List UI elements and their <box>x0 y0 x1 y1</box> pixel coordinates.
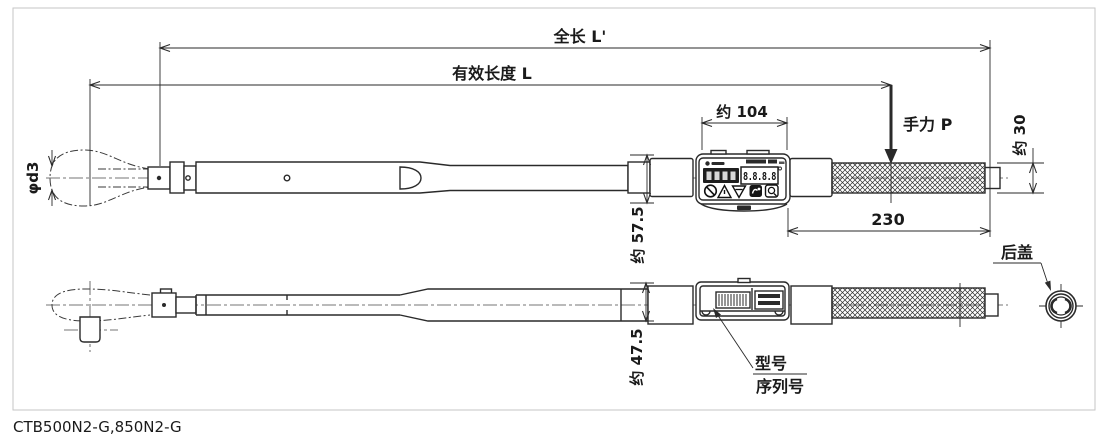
module-chin-tab <box>737 205 751 210</box>
model-label: 型号 <box>755 354 787 373</box>
drawing-frame <box>12 7 1096 411</box>
right-sleeve <box>789 157 833 198</box>
dim-module-height-side-label: 约 57.5 <box>629 206 647 263</box>
dim-module-height-side: 约 57.5 <box>629 153 654 264</box>
serial-label-stripes <box>718 294 747 306</box>
serial-label <box>715 291 751 309</box>
leader-line <box>713 309 754 369</box>
main-beam <box>195 161 629 194</box>
collar <box>169 161 185 194</box>
dim-module-width: 约 104 <box>700 103 789 150</box>
cap-ring-outer <box>1045 290 1077 322</box>
dim-total-length: 全长 L' <box>158 27 992 237</box>
dim-module-height-plan: 约 47.5 <box>628 281 654 386</box>
rear-cover-label: 后盖 <box>1001 243 1033 262</box>
window-notches <box>701 310 784 316</box>
lcd-right <box>740 166 779 185</box>
model-serial-callout: 型号 序列号 <box>713 308 807 396</box>
model-plate-bar <box>758 294 780 298</box>
force-arrow-head <box>884 149 898 164</box>
lcd-left-digit <box>714 171 720 180</box>
lcd-left-digit <box>730 171 736 180</box>
rear-cover-callout: 后盖 <box>993 243 1083 328</box>
wide-beam <box>399 288 649 322</box>
cap-slot-left <box>1050 297 1058 315</box>
model-caption: CTB500N2-G,850N2-G <box>13 418 182 436</box>
lcd-left-digit <box>706 171 712 180</box>
dim-head-diameter-label: φd3 <box>24 162 42 195</box>
brand-wordmark <box>711 162 725 165</box>
knurled-grip <box>831 287 986 319</box>
drive-pin <box>162 303 166 307</box>
leader-arrow-head <box>713 308 721 318</box>
cap-slot-right <box>1064 297 1072 315</box>
beam-hole <box>283 174 291 182</box>
memory-glyph-handle <box>773 193 777 197</box>
left-sleeve <box>649 157 694 198</box>
module-window <box>699 285 786 317</box>
set-glyph <box>751 188 758 194</box>
knurled-grip <box>831 162 986 194</box>
drive-pin <box>156 175 162 181</box>
module-top-notch <box>737 277 751 284</box>
dim-grip-diameter-label: 约 30 <box>1011 114 1029 155</box>
dim-total-length-label: 全长 L' <box>553 27 607 46</box>
hand-force-annotation: 手力 P <box>884 85 953 203</box>
module-top-tab-right <box>746 149 770 155</box>
dim-module-height-plan-label: 约 47.5 <box>628 328 646 385</box>
lcd-digits: 8.8.8.8 <box>743 171 776 183</box>
dim-effective-length-label: 有效长度 L <box>452 64 532 83</box>
product-wordmark <box>746 159 766 164</box>
hand-force-label: 手力 P <box>903 115 953 134</box>
module-top-tab-left <box>710 149 727 155</box>
module-panel <box>698 157 787 201</box>
brand-logo-icon <box>705 161 710 166</box>
neck <box>175 296 197 314</box>
dim-effective-length: 有效长度 L <box>88 64 893 206</box>
phantom-head-outline <box>49 149 151 207</box>
module-chin <box>700 203 788 212</box>
degree-mark <box>778 166 782 171</box>
dim-module-width-label: 约 104 <box>716 103 768 121</box>
pin-hole <box>185 175 191 181</box>
clear-slash <box>705 186 716 196</box>
lcd-left-digit <box>722 171 728 180</box>
set-glyph-dot <box>757 187 761 191</box>
right-sleeve <box>790 285 833 325</box>
dim-head-diameter: φd3 <box>24 150 57 206</box>
leader-arrow-head <box>1044 280 1051 291</box>
cap-ring-mid <box>1048 293 1074 319</box>
memory-glyph <box>767 186 776 195</box>
dim-grip-distance: 230 <box>786 208 992 237</box>
module-buttons <box>703 184 779 199</box>
phantom-head-outline <box>51 288 151 322</box>
serial-label-text: 序列号 <box>756 377 804 396</box>
dim-grip-diameter: 约 30 <box>997 114 1044 195</box>
side-view-wrench: 8.8.8.8 <box>46 149 1008 212</box>
digital-module: 8.8.8.8 <box>695 149 791 212</box>
product-wordmark-2 <box>768 159 777 164</box>
rear-cap-end-view <box>1039 284 1083 328</box>
end-cap <box>984 293 999 317</box>
beam-d-feature <box>399 166 422 190</box>
dim-grip-distance-label: 230 <box>871 210 904 229</box>
set-button-icon <box>749 185 762 197</box>
unit-mark <box>779 161 785 164</box>
lcd-left <box>703 168 739 183</box>
square-drive-stub <box>79 316 101 343</box>
left-sleeve <box>647 285 694 325</box>
model-label-plate <box>754 290 784 310</box>
model-plate-bar <box>758 301 780 305</box>
module-plan <box>695 277 790 321</box>
plan-view-wrench <box>46 277 1008 352</box>
narrow-beam <box>195 294 400 316</box>
end-cap <box>984 166 1001 190</box>
